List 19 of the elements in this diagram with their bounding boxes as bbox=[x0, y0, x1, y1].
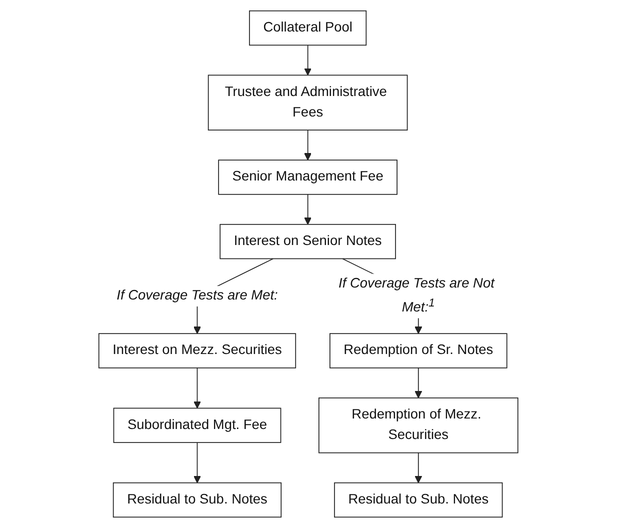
node-box: Residual to Sub. Notes bbox=[334, 482, 503, 518]
arrow bbox=[304, 130, 312, 160]
node-box: Redemption of Sr. Notes bbox=[330, 333, 508, 368]
arrow bbox=[194, 367, 202, 409]
node-box: Senior Management Fee bbox=[218, 160, 398, 195]
node-box: Redemption of Mezz. Securities bbox=[318, 398, 518, 454]
node-box: Interest on Senior Notes bbox=[220, 224, 396, 260]
node-box: Residual to Sub. Notes bbox=[113, 482, 282, 518]
node-box: Subordinated Mgt. Fee bbox=[113, 408, 282, 443]
arrow bbox=[304, 44, 312, 76]
edge-label: If Coverage Tests are Met: bbox=[116, 288, 278, 304]
arrow bbox=[414, 367, 422, 398]
arrow bbox=[194, 442, 202, 484]
arrow bbox=[414, 452, 422, 484]
arrow bbox=[304, 194, 312, 225]
node-box: Trustee and Administrative Fees bbox=[208, 74, 408, 130]
edge-label: If Coverage Tests are Not Met:$^{1}$ bbox=[338, 276, 495, 316]
node-box: Interest on Mezz. Securities bbox=[98, 333, 296, 368]
node-box: Collateral Pool bbox=[249, 10, 367, 46]
